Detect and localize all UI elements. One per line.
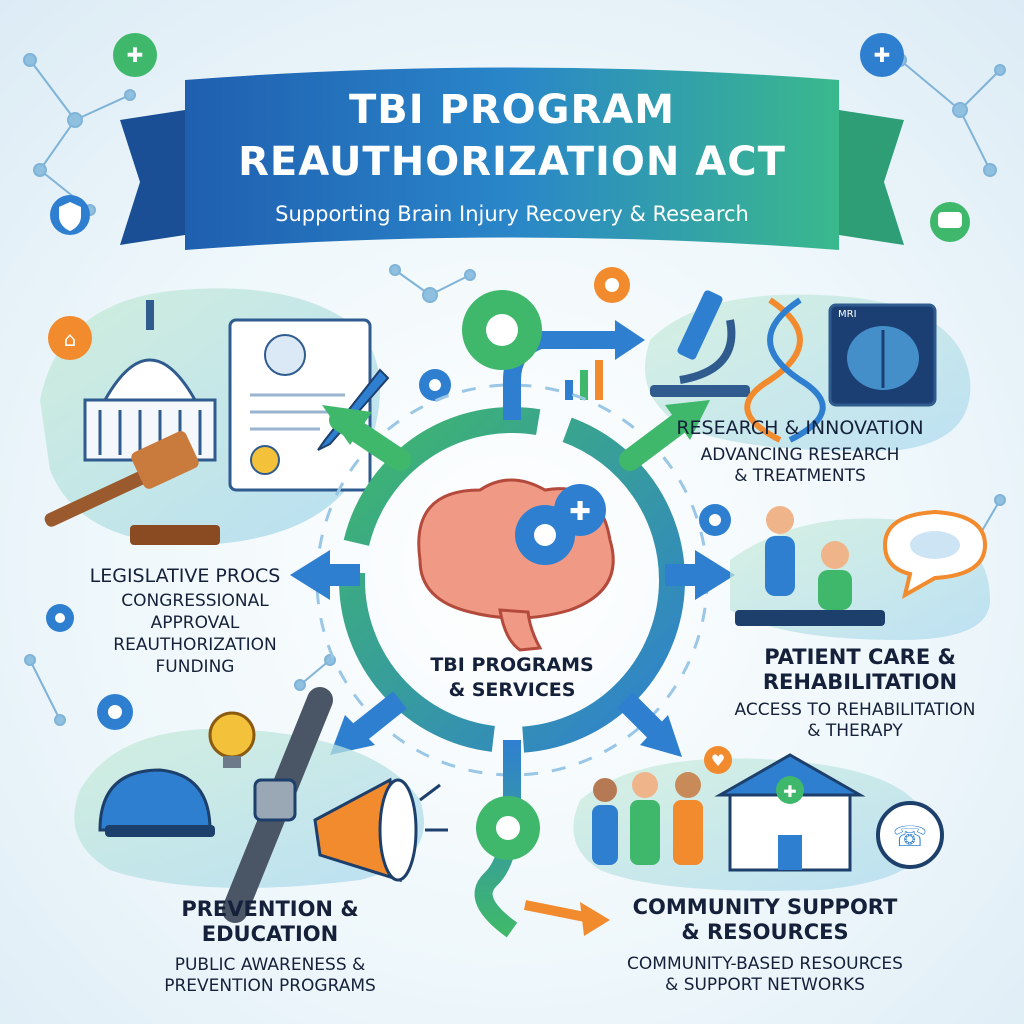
shield-icon: [50, 195, 90, 235]
legislative-line1: CONGRESSIONAL: [121, 591, 269, 611]
prevention-illustration: [74, 687, 448, 923]
svg-text:♥: ♥: [711, 751, 725, 770]
prevention-line2: PREVENTION PROGRAMS: [164, 976, 376, 996]
community-line1: COMMUNITY-BASED RESOURCES: [627, 954, 903, 974]
people-icon: [592, 772, 703, 865]
prevention-title-line2: EDUCATION: [201, 922, 339, 946]
bar-chart-icon: [565, 360, 603, 400]
legislative-illustration: ⌂: [40, 288, 390, 545]
mri-scan-icon: [828, 303, 937, 407]
svg-text:☏: ☏: [892, 820, 927, 853]
top-gear-icon: [462, 290, 542, 370]
svg-text:✚: ✚: [569, 497, 591, 527]
therapy-icon: [735, 506, 885, 626]
gear-icon: [46, 267, 731, 730]
chat-icon: [930, 202, 970, 242]
patient-care-line2: & THERAPY: [807, 721, 903, 741]
capitol-badge-icon: ⌂: [48, 316, 92, 360]
hospital-icon: ✚: [714, 753, 866, 872]
legislative-line3: REAUTHORIZATION: [113, 635, 277, 655]
community-line2: & SUPPORT NETWORKS: [665, 975, 865, 995]
community-title-line2: & RESOURCES: [681, 920, 849, 944]
legislative-line4: FUNDING: [155, 657, 235, 677]
patient-care-line1: ACCESS TO REHABILITATION: [734, 700, 976, 720]
microscope-icon: [650, 290, 750, 397]
svg-text:✚: ✚: [783, 782, 796, 801]
svg-text:✚: ✚: [127, 43, 144, 67]
patient-care-title-line1: PATIENT CARE &: [764, 645, 956, 669]
hand-care-icon: ✚: [113, 33, 157, 77]
prevention-line1: PUBLIC AWARENESS &: [174, 955, 366, 975]
community-title-line1: COMMUNITY SUPPORT: [632, 895, 898, 919]
patient-care-title-line2: REHABILITATION: [762, 670, 958, 694]
brain-icon: ✚: [417, 478, 615, 652]
banner-title-line1: TBI PROGRAM: [348, 87, 676, 133]
legislative-title: LEGISLATIVE PROCS: [89, 565, 281, 587]
seatbelt-icon: [222, 687, 333, 923]
patient-care-illustration: [730, 506, 990, 640]
title-banner: [120, 67, 904, 250]
research-line2: & TREATMENTS: [734, 466, 866, 486]
mri-label: MRI: [838, 309, 857, 320]
helmet-icon: [98, 768, 215, 837]
speech-bubble-icon: [882, 509, 988, 600]
heart-hands-icon: ✚: [860, 33, 904, 77]
document-icon: [228, 318, 372, 492]
banner-subtitle: Supporting Brain Injury Recovery & Resea…: [275, 202, 749, 226]
heart-icon: ♥: [704, 746, 732, 774]
community-illustration: ♥ ✚ ☏: [573, 746, 944, 891]
svg-text:⌂: ⌂: [64, 327, 77, 351]
center-label-line1: TBI PROGRAMS: [430, 654, 594, 676]
bottom-gear-icon: [476, 796, 540, 860]
research-title: RESEARCH & INNOVATION: [676, 417, 924, 439]
prevention-title-line1: PREVENTION &: [181, 897, 359, 921]
center-label-line2: & SERVICES: [448, 679, 576, 701]
legislative-line2: APPROVAL: [150, 613, 240, 633]
dna-icon: [744, 297, 826, 443]
gavel-icon: [44, 431, 220, 545]
lightbulb-icon: [208, 711, 256, 768]
phone-icon: ☏: [876, 801, 944, 869]
research-illustration: [565, 290, 971, 451]
svg-text:✚: ✚: [874, 43, 891, 67]
megaphone-icon: [313, 777, 448, 883]
banner-title-line2: REAUTHORIZATION ACT: [238, 139, 786, 185]
research-line1: ADVANCING RESEARCH: [700, 445, 900, 465]
